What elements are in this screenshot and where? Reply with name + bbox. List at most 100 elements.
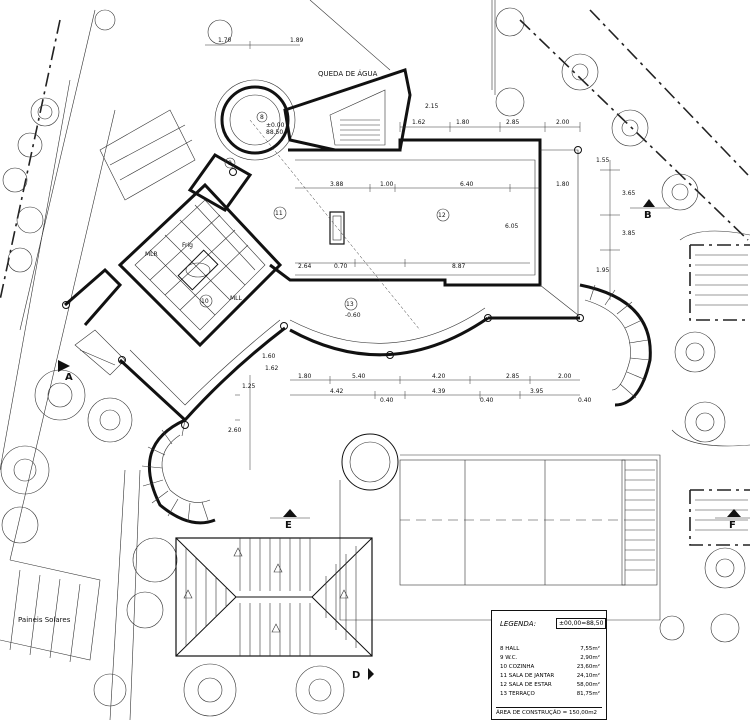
dim-living-6: 8.87: [452, 263, 466, 270]
legend-row: 12 SALA DE ESTAR 58,00m²: [500, 681, 600, 690]
dim-top-2: 1.62: [412, 119, 426, 126]
property-boundary-left: [0, 19, 61, 301]
legend-title: LEGENDA:: [500, 620, 537, 628]
section-e-arrow: [283, 509, 297, 517]
section-a-arrow: [58, 360, 70, 372]
water-feature: [283, 68, 412, 152]
dim-bottom2-3: 0.40: [480, 397, 494, 404]
spiral-stair-east-inner: [584, 299, 631, 391]
entrance-ramp: [74, 329, 126, 376]
section-b-label: B: [644, 210, 652, 221]
room-8-marker: [256, 111, 268, 123]
section-f-arrow: [727, 509, 741, 517]
living-room-inner: [295, 159, 536, 276]
room-13-label: 13: [346, 301, 354, 308]
parking-east-2-hatch: [695, 499, 748, 531]
hall-elevation-2: 88.50: [266, 129, 283, 136]
room-8-label: 8: [260, 114, 264, 121]
parking-east: [689, 244, 750, 321]
pool-slab: [399, 459, 626, 586]
paineis-solares-label: Paineis Solares: [18, 616, 71, 624]
pool-steps: [621, 459, 658, 586]
dim-bottom2-2: 4.39: [432, 388, 446, 395]
terrace-south-wall: [118, 326, 286, 423]
dim-living-3: 1.80: [556, 181, 570, 188]
stair-hatch: [340, 119, 380, 141]
legend-row-name: 10 COZINHA: [500, 664, 535, 670]
legend-row-area: 23,60m²: [576, 664, 600, 670]
hall-elevation: ±0.00: [266, 122, 285, 129]
legend-total: ÁREA DE CONSTRUÇÃO = 150,00m2: [496, 707, 602, 716]
solar-panels-outline: [0, 559, 101, 661]
legend-row-area: 58,00m²: [576, 682, 600, 688]
terrace-arc-inner: [289, 307, 486, 344]
parking-edge: [109, 469, 126, 720]
dim-living-2: 6.40: [460, 181, 474, 188]
room-10-label: 10: [201, 298, 209, 305]
dim-living-1: 1.00: [380, 181, 394, 188]
dim-misc-1: 1.62: [265, 365, 279, 372]
room-9-marker: [224, 157, 236, 169]
spiral-stair-west-inner: [161, 434, 211, 503]
terrace-arc: [289, 316, 489, 357]
legend-elevation: ±00,00=88,50: [556, 618, 607, 629]
dim-top-0: 1.70: [218, 37, 232, 44]
section-d-label: D: [352, 670, 360, 681]
dimension-lines: [205, 41, 620, 470]
section-d-arrow: [368, 668, 374, 680]
kitchen-tile-grid: [149, 204, 256, 316]
section-b-arrow: [643, 199, 655, 207]
property-boundary-top: [519, 19, 749, 241]
terrace-south-wall-inner: [129, 319, 281, 406]
dim-bottom1-2: 4.20: [432, 373, 446, 380]
trees: [0, 7, 746, 717]
solar-panels-grid: [9, 569, 81, 663]
fountain-inner: [349, 441, 391, 483]
spiral-stair-west: [147, 418, 216, 525]
legend-row-name: 12 SALA DE ESTAR: [500, 682, 552, 688]
fountain: [341, 433, 399, 491]
dim-top-4: 2.85: [506, 119, 520, 126]
legend-row-name: 9 W.C.: [500, 655, 518, 661]
pool-steps-hatch: [625, 469, 655, 571]
room-11-label: 11: [275, 210, 283, 217]
dim-misc-7: 3.85: [622, 230, 636, 237]
road-edge: [0, 79, 71, 471]
hall-tower-outer: [214, 79, 296, 161]
room-12-marker: [436, 208, 450, 222]
garage-roof-hips: [175, 537, 373, 657]
dim-living-0: 3.88: [330, 181, 344, 188]
water-feature-inner: [329, 89, 386, 146]
dim-top-3: 1.80: [456, 119, 470, 126]
dim-misc-4: 2.15: [425, 103, 439, 110]
section-e-label: E: [285, 520, 292, 531]
dim-top-1: 1.89: [290, 37, 304, 44]
dim-living-4: 6.05: [505, 223, 519, 230]
room-10-marker: [199, 294, 213, 308]
kitchen-island: [177, 249, 219, 291]
kitchen-table: [185, 262, 211, 278]
legend-row-name: 11 SALA DE JANTAR: [500, 673, 555, 679]
east-curb: [671, 230, 750, 447]
dim-bottom2-0: 4.42: [330, 388, 344, 395]
glazing-right: [539, 149, 579, 316]
pool-divider: [464, 460, 546, 585]
garage-roof: [175, 537, 373, 657]
diagonal-dimension: [249, 119, 421, 331]
kitchen-walls: [117, 182, 283, 348]
legend-row: 10 COZINHA 23,60m²: [500, 663, 600, 672]
west-garden-box-2: [109, 124, 193, 181]
queda-de-agua-label: QUEDA DE ÁGUA: [318, 69, 378, 78]
parking-east-2: [689, 489, 750, 546]
mlr-label: MLR: [145, 251, 158, 258]
frig-label: Frig: [182, 242, 193, 249]
west-garden-box: [99, 109, 196, 201]
dim-bottom1-4: 2.00: [558, 373, 572, 380]
dim-misc-2: 1.60: [262, 353, 276, 360]
dim-bottom1-3: 2.85: [506, 373, 520, 380]
dim-bottom1-1: 5.40: [352, 373, 366, 380]
